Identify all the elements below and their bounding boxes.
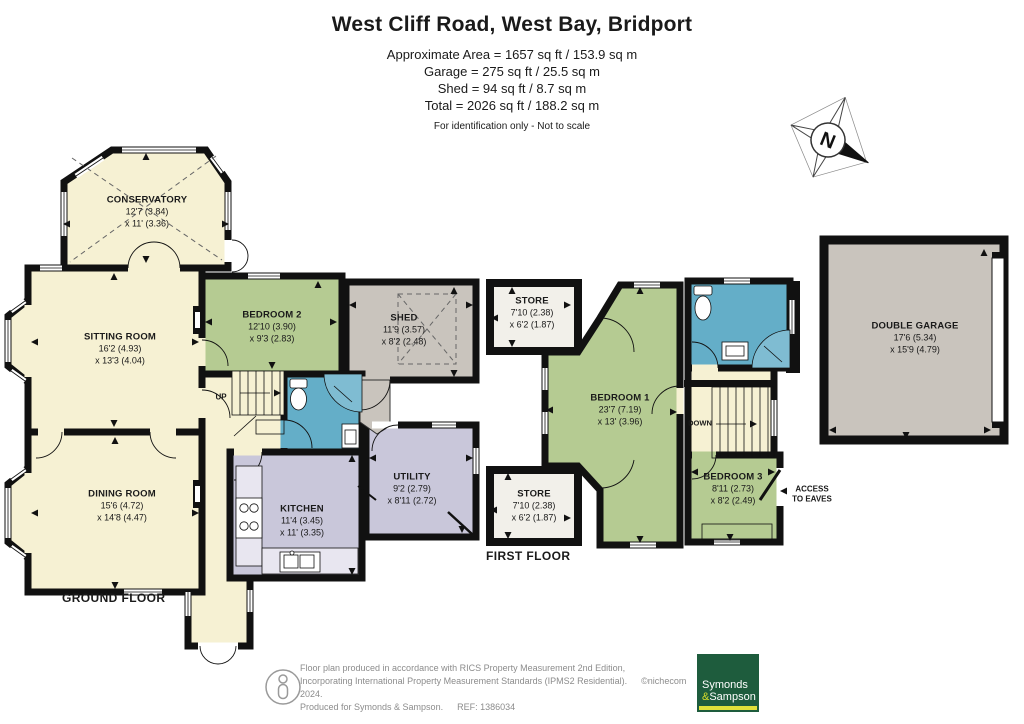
room-label-store-bottom: STORE 7'10 (2.38) x 6'2 (1.87) — [511, 488, 557, 523]
symonds-sampson-logo: Symonds &Sampson — [697, 654, 759, 712]
bathroom-fixtures-first — [693, 285, 791, 369]
room-label-conservatory: CONSERVATORY 12'7 (3.84) x 11' (3.36) — [106, 194, 188, 229]
garage-plan — [819, 235, 1009, 445]
footer-line-2: Incorporating International Property Mea… — [300, 676, 687, 699]
person-icon — [265, 669, 301, 705]
room-label-kitchen: KITCHEN 11'4 (3.45) x 11' (3.35) — [279, 503, 325, 538]
bathroom-fixtures-ground — [289, 373, 363, 449]
eaves-storage-outline — [701, 523, 773, 541]
page-title: West Cliff Road, West Bay, Bridport — [331, 13, 693, 36]
chimney-breasts — [193, 306, 202, 508]
room-label-bedroom-2: BEDROOM 2 12'10 (3.90) x 9'3 (2.83) — [242, 309, 302, 344]
room-label-store-top: STORE 7'10 (2.38) x 6'2 (1.87) — [509, 295, 555, 330]
shed-area-line: Shed = 94 sq ft / 8.7 sq m — [437, 81, 587, 96]
footer-line-1: Floor plan produced in accordance with R… — [300, 663, 626, 673]
room-label-bedroom-1: BEDROOM 1 23'7 (7.19) x 13' (3.96) — [590, 392, 650, 427]
windows — [5, 147, 795, 616]
access-to-eaves-label: ACCESS TO EAVES — [792, 484, 832, 504]
stairs-down-label: DOWN — [688, 418, 712, 428]
kitchen-fittings — [235, 465, 359, 575]
room-label-dining-room: DINING ROOM 15'6 (4.72) x 14'8 (4.47) — [88, 488, 156, 523]
footer-line-3: Produced for Symonds & Sampson.REF: 1386… — [300, 702, 516, 712]
dashed-guides — [69, 155, 457, 365]
disclaimer-note: For identification only - Not to scale — [433, 121, 591, 132]
compass-icon: N — [790, 97, 869, 178]
room-label-bedroom-3: BEDROOM 3 8'11 (2.73) x 8'2 (2.49) — [703, 471, 763, 506]
garage-area-line: Garage = 275 sq ft / 25.5 sq m — [424, 64, 600, 79]
logo-line-1: Symonds — [702, 679, 748, 691]
room-label-shed: SHED 11'9 (3.57) x 8'2 (2.48) — [381, 312, 427, 347]
room-label-sitting-room: SITTING ROOM 16'2 (4.93) x 13'3 (4.04) — [83, 331, 157, 366]
footer-disclaimer: Floor plan produced in accordance with R… — [300, 662, 700, 714]
approx-area-line: Approximate Area = 1657 sq ft / 153.9 sq… — [386, 47, 638, 62]
logo-line-2: &Sampson — [702, 691, 756, 703]
logo-underline — [699, 706, 757, 710]
footer-copyright: ©nichecom 2024. — [300, 676, 687, 699]
first-floor-label: FIRST FLOOR — [486, 549, 571, 563]
footer-ref: REF: 1386034 — [457, 702, 516, 712]
room-label-double-garage: DOUBLE GARAGE 17'6 (5.34) x 15'9 (4.79) — [871, 320, 959, 355]
stairs-up-label: UP — [215, 392, 227, 402]
door-leaves — [357, 469, 782, 535]
room-label-utility: UTILITY 9'2 (2.79) x 8'11 (2.72) — [387, 471, 437, 506]
total-area-line: Total = 2026 sq ft / 188.2 sq m — [424, 98, 600, 113]
ground-floor-label: GROUND FLOOR — [62, 591, 166, 605]
